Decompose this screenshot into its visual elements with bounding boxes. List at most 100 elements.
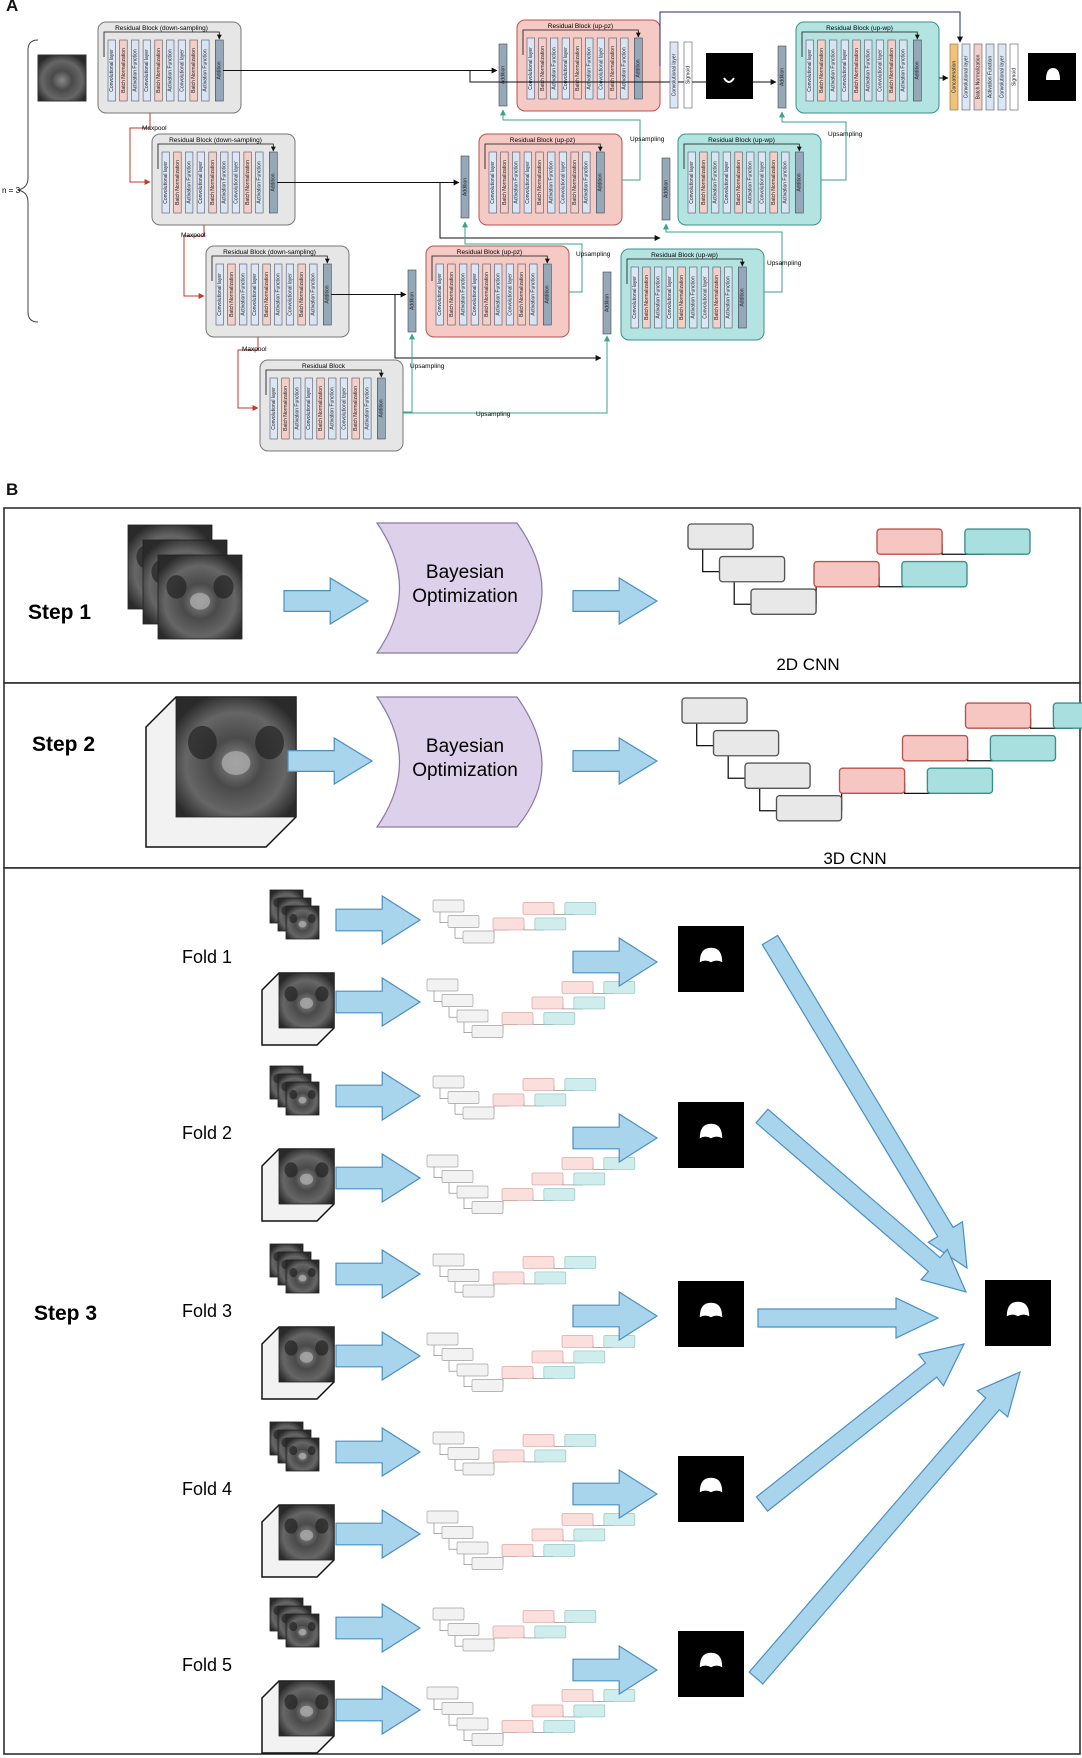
layer-rect xyxy=(538,37,547,100)
upsampling-label: Upsampling xyxy=(828,131,863,138)
layer-label: Activation Function xyxy=(365,387,371,429)
step2-arrow-in xyxy=(287,736,374,786)
layer-rect xyxy=(215,263,224,326)
layer-rect xyxy=(196,151,205,214)
unet-link xyxy=(463,1198,472,1209)
addition-wp-3 xyxy=(602,271,612,335)
upsampling-label: Upsampling xyxy=(476,411,511,418)
step2-3d-cnn xyxy=(681,697,1082,822)
layer-rect xyxy=(505,263,515,326)
unet-link xyxy=(433,991,442,1002)
step-1-result: 2D CNN xyxy=(776,655,839,674)
block-wp-1: Residual Block (up-wp)Convolutional laye… xyxy=(795,21,940,114)
unet-link xyxy=(433,1167,442,1178)
mri-femur-right xyxy=(307,913,316,924)
addition-label: Addition xyxy=(271,173,277,191)
layer-rect xyxy=(500,151,509,214)
block-title: Residual Block xyxy=(302,363,346,370)
layer-rect xyxy=(620,37,629,100)
layer-rect xyxy=(107,39,116,102)
mri-femur-right xyxy=(315,1162,329,1178)
layer-rect xyxy=(561,37,570,100)
optimizer-label: Bayesian xyxy=(426,562,504,583)
layer-label: Convolutional layer xyxy=(252,273,258,316)
unet-encoder-block xyxy=(441,1702,474,1715)
layer-label: Convolutional layer xyxy=(287,273,293,316)
mri-femur-left xyxy=(284,1518,298,1534)
pz-sigmoid-rect xyxy=(683,41,693,109)
mri-prostate xyxy=(298,920,307,928)
head-layer-label: Batch Normalization xyxy=(975,54,981,99)
layer-rect xyxy=(769,151,778,214)
layer-label: Convolutional layer xyxy=(667,276,673,319)
unet-pz-block xyxy=(492,1625,525,1639)
layer-label: Batch Normalization xyxy=(191,48,197,93)
layer-rect xyxy=(899,39,908,102)
layer-label: Batch Normalization xyxy=(537,160,543,205)
mri-femur-left xyxy=(284,1162,298,1178)
addition-label: Addition xyxy=(797,173,803,191)
mri-femur-left xyxy=(289,913,298,924)
block-pz-1: Residual Block (up-pz)Convolutional laye… xyxy=(516,19,661,112)
unet-wp-block xyxy=(543,1720,576,1733)
layer-label: Convolutional layer xyxy=(689,161,695,204)
addition-label: Addition xyxy=(915,61,921,79)
unet-pz-block xyxy=(501,1544,534,1557)
fold3-arrow-2d xyxy=(335,1248,422,1300)
layer-label: Activation Function xyxy=(584,161,590,203)
step-2-label: Step 2 xyxy=(32,733,95,756)
unet-encoder-block xyxy=(426,1154,459,1168)
fold3-2d-cnn xyxy=(432,1253,597,1298)
block-wp-3: Residual Block (up-wp)Convolutional laye… xyxy=(620,248,765,341)
layer-rect xyxy=(189,39,198,102)
layer-label: Batch Normalization xyxy=(701,160,707,205)
fold5-2d-cnn xyxy=(432,1607,597,1652)
skip-connection xyxy=(801,31,920,57)
layer-rect xyxy=(875,39,885,102)
n-label: n = 3 xyxy=(2,186,21,195)
fold2-arrow-3d xyxy=(335,1152,422,1204)
layer-label: Activation Function xyxy=(655,276,661,318)
step2-3d-volume-face xyxy=(175,696,297,818)
layer-label: Activation Function xyxy=(622,47,628,89)
mri-prostate xyxy=(221,751,251,775)
mri-femur-left xyxy=(284,1694,298,1710)
unet-wp-block xyxy=(543,1188,576,1201)
layer-label: Convolutional layer xyxy=(163,161,169,204)
skip-connection xyxy=(103,31,222,57)
unet-pz-block xyxy=(561,981,594,994)
layer-label: Activation Function xyxy=(460,273,466,315)
layer-label: Convolutional layer xyxy=(724,161,730,204)
block-title: Residual Block (down-sampling) xyxy=(169,137,262,144)
layer-rect xyxy=(494,263,503,326)
fold4-3d-cnn xyxy=(426,1510,636,1570)
layer-label: Convolutional layer xyxy=(528,47,534,90)
layer-label: Batch Normalization xyxy=(771,160,777,205)
unet-wp-block xyxy=(534,1093,567,1107)
layer-label: Activation Function xyxy=(551,47,557,89)
mri-prostate xyxy=(298,1452,307,1460)
pz-sigmoid-label: Sigmoid xyxy=(685,66,691,84)
unet-encoder-block xyxy=(447,1091,480,1104)
unet-wp-block xyxy=(573,1528,606,1542)
layer-label: Batch Normalization xyxy=(175,160,181,205)
fold4-arrow-3d xyxy=(335,1508,422,1560)
mri-prostate xyxy=(298,1096,307,1104)
unet-encoder-block xyxy=(447,1447,480,1460)
head-layer-rect xyxy=(1009,43,1019,111)
layer-label: Convolutional layer xyxy=(341,387,347,430)
fold3-mask xyxy=(678,1281,744,1347)
unet-wp-block xyxy=(573,996,606,1010)
layer-label: Batch Normalization xyxy=(299,272,305,317)
unet-wp-block xyxy=(573,1704,606,1718)
layer-rect xyxy=(285,263,295,326)
addition-label: Addition xyxy=(500,66,506,84)
fold2-3d-cnn xyxy=(426,1154,636,1214)
layer-label: Activation Function xyxy=(549,161,555,203)
layer-rect xyxy=(269,377,278,440)
layer-rect xyxy=(700,266,710,329)
layer-label: Batch Normalization xyxy=(121,48,127,93)
unet-pz-block xyxy=(501,1012,534,1025)
unet-encoder-block xyxy=(462,1462,495,1476)
layer-rect xyxy=(687,151,696,214)
